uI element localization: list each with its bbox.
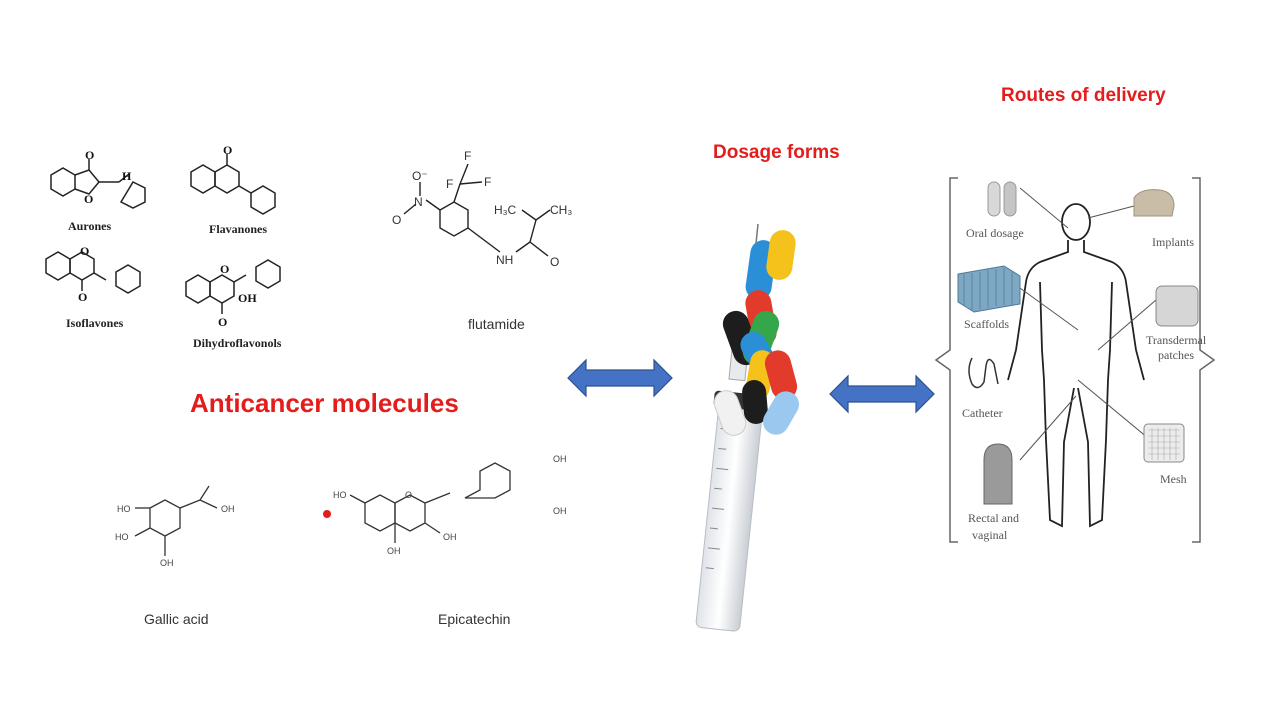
atom-o: O <box>550 255 559 269</box>
anticancer-molecules-heading: Anticancer molecules <box>190 388 459 418</box>
dihydroflavonols-label: Dihydroflavonols <box>193 336 282 350</box>
oral-dosage-icon <box>987 181 1001 217</box>
atom-h: H <box>122 169 132 183</box>
atom-o: O <box>218 315 227 329</box>
scaffolds-label: Scaffolds <box>964 317 1010 331</box>
atom-f: F <box>484 175 491 189</box>
transdermal-label-line2: patches <box>1158 348 1194 362</box>
flavanones-label: Flavanones <box>209 222 268 236</box>
aurones-label: Aurones <box>68 219 112 233</box>
capsules <box>713 230 799 436</box>
atom-o: O <box>80 244 89 258</box>
dihydroflavonols-structure: O OH O <box>185 259 281 329</box>
atom-oh: OH <box>238 291 257 305</box>
atom-o: O <box>392 213 401 227</box>
red-dot <box>323 510 331 518</box>
rectal-label-line1: Rectal and <box>968 511 1019 525</box>
atom-ho: HO <box>333 490 347 500</box>
atom-o: O <box>405 490 412 500</box>
gallic-acid-label: Gallic acid <box>144 611 209 627</box>
oral-dosage-label: Oral dosage <box>966 226 1024 240</box>
aurones-structure: O H O <box>50 148 146 209</box>
atom-o: O <box>78 290 87 304</box>
flutamide-structure: F F F N O⁻ O NH O H₃C CH₃ <box>392 149 572 269</box>
implants-label: Implants <box>1152 235 1194 249</box>
atom-ho: HO <box>115 532 129 542</box>
atom-nh: NH <box>496 253 513 267</box>
atom-o: O <box>223 143 232 157</box>
gallic-acid-structure: HO HO OH OH <box>115 485 235 568</box>
atom-oh: OH <box>443 532 457 542</box>
dosage-forms-heading: Dosage forms <box>713 142 840 163</box>
atom-h3c: H₃C <box>494 203 517 217</box>
atom-oh: OH <box>553 506 567 516</box>
atom-oh: OH <box>387 546 401 556</box>
right-bracket <box>1192 177 1216 543</box>
flutamide-label: flutamide <box>468 316 525 332</box>
routes-panel <box>934 177 1216 543</box>
rectal-vaginal-icon <box>983 443 1013 505</box>
rectal-label-line2: vaginal <box>972 528 1008 542</box>
transdermal-label-line1: Transdermal <box>1146 333 1207 347</box>
flavanones-structure: O <box>190 143 276 215</box>
atom-oh: OH <box>221 504 235 514</box>
isoflavones-label: Isoflavones <box>66 316 124 330</box>
double-arrow-right <box>829 374 935 414</box>
double-arrow-left <box>567 358 673 398</box>
atom-o: O <box>85 148 94 162</box>
epicatechin-label: Epicatechin <box>438 611 511 627</box>
mesh-label: Mesh <box>1160 472 1187 486</box>
mesh-icon <box>1143 423 1185 463</box>
epicatechin-structure: HO O OH OH OH OH <box>333 454 567 556</box>
atom-o-minus: O⁻ <box>412 169 428 183</box>
left-bracket <box>934 177 958 543</box>
atom-oh: OH <box>160 558 174 568</box>
syringe-pills-illustration <box>695 223 799 632</box>
atom-o: O <box>220 262 229 276</box>
atom-ho: HO <box>117 504 131 514</box>
transdermal-patch-icon <box>1155 285 1199 327</box>
scaffolds-icon <box>957 265 1021 313</box>
atom-f: F <box>464 149 471 163</box>
catheter-label: Catheter <box>962 406 1003 420</box>
catheter-icon <box>968 357 999 389</box>
routes-of-delivery-heading: Routes of delivery <box>1001 85 1166 106</box>
atom-o: O <box>84 192 93 206</box>
atom-f: F <box>446 177 453 191</box>
atom-n: N <box>414 195 423 209</box>
human-body-outline <box>1007 203 1145 528</box>
implants-icon <box>1133 189 1175 217</box>
atom-ch3: CH₃ <box>550 203 572 217</box>
atom-oh: OH <box>553 454 567 464</box>
isoflavones-structure: O O <box>45 244 141 304</box>
